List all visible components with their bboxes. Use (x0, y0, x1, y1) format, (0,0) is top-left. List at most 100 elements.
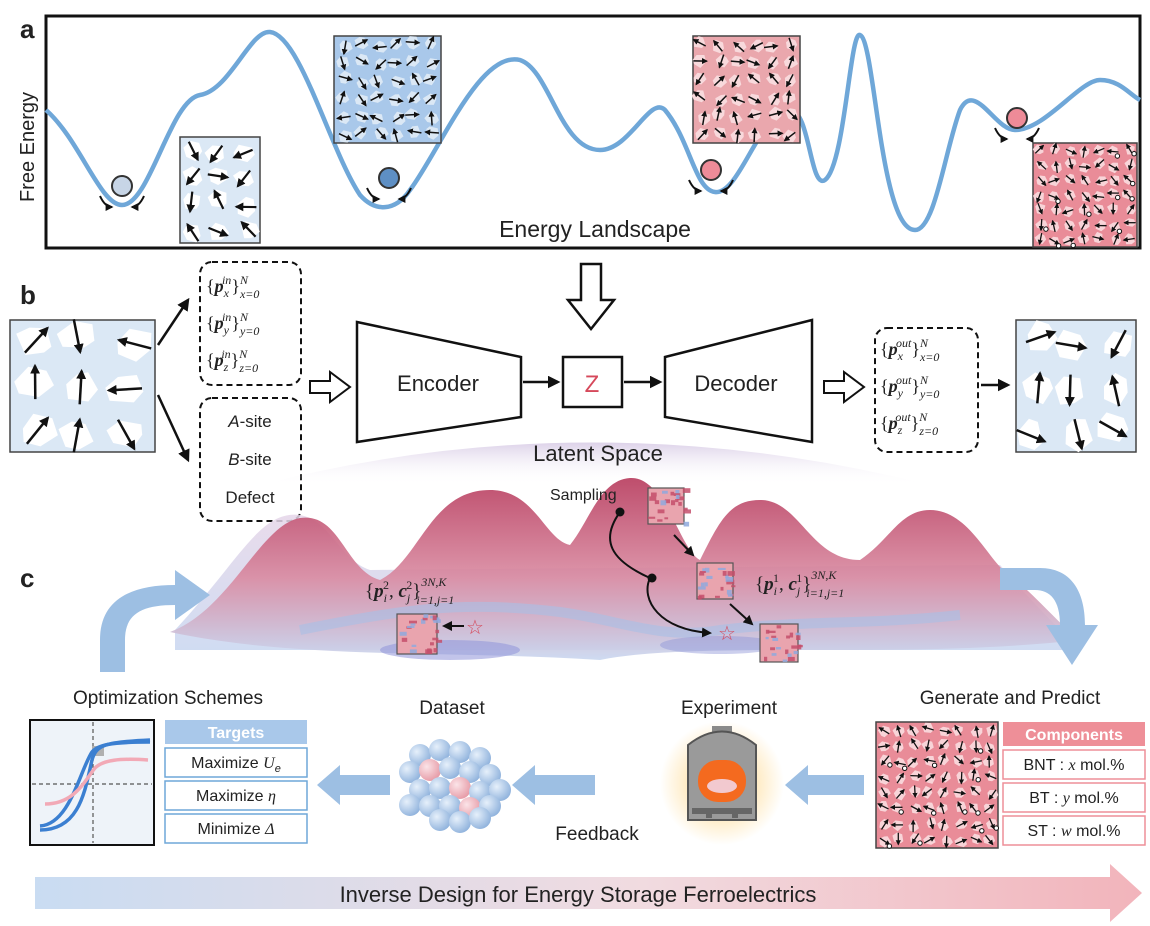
polarization-arrow (785, 89, 792, 105)
polarization-arrow (732, 110, 739, 126)
polarization-arrow (369, 114, 383, 123)
polarization-arrow (731, 74, 740, 89)
polarization-arrow (880, 818, 889, 830)
polarization-arrow (339, 90, 346, 105)
panel-label-c: c (20, 563, 34, 593)
polarization-arrow (1126, 143, 1134, 155)
polarization-arrow (713, 39, 723, 52)
polarization-arrow (958, 741, 964, 754)
curved-arrow-left (100, 570, 210, 672)
polarization-arrow (692, 39, 707, 47)
inverse-design-label: Inverse Design for Energy Storage Ferroe… (340, 882, 817, 907)
polarization-arrow (422, 75, 437, 83)
polarization-arrow (749, 42, 764, 50)
polarization-arrow (428, 110, 435, 126)
sampling-label: Sampling (550, 487, 617, 504)
polarization-arrow (954, 755, 964, 765)
component-item (1002, 815, 1146, 846)
component-text: BNT : x mol.% (1023, 757, 1124, 774)
energy-landscape-curve (44, 29, 1142, 233)
polarization-arrow (1037, 202, 1043, 215)
polarization-arrow (209, 144, 224, 164)
polarization-arrow (783, 131, 796, 142)
polarization-arrow (988, 789, 997, 801)
sampled-structure-thumbnails (396, 487, 803, 663)
domain-inset-pink-dense (1032, 142, 1138, 249)
polarization-arrow (787, 54, 795, 70)
encoder-block (355, 320, 523, 444)
dataset-sphere (419, 759, 441, 781)
dataset-sphere (439, 757, 461, 779)
polarization-arrow (747, 73, 760, 84)
polarization-arrow (939, 729, 953, 735)
inverse-design-banner (35, 864, 1142, 922)
latent-z-box (561, 355, 624, 409)
energy-ball-blue (378, 167, 400, 189)
domain-inset-coarse-1 (179, 136, 261, 244)
polarization-arrow (1067, 189, 1074, 201)
sampling-start-point (615, 507, 625, 517)
polarization-arrow (1109, 374, 1121, 407)
dataset-sphere (429, 739, 451, 761)
dataset-sphere (429, 809, 451, 831)
arrow-sample-2 (729, 603, 754, 626)
polarization-arrow (1034, 144, 1045, 154)
polarization-arrow (370, 93, 384, 102)
polarization-arrow (1081, 145, 1087, 158)
polarization-arrow (1094, 159, 1105, 168)
polarization-arrow (984, 804, 995, 813)
decoder-to-output-arrow (823, 370, 866, 404)
dataset-title: Dataset (419, 698, 485, 719)
polarization-arrow (746, 59, 761, 66)
polarization-arrow (372, 44, 387, 51)
polarization-arrow (1037, 176, 1047, 187)
polarization-arrow (1080, 218, 1088, 230)
polarization-arrow (925, 739, 931, 753)
polarization-arrow (957, 800, 964, 813)
polarization-arrow (25, 416, 50, 445)
components-header: Components (1025, 727, 1123, 744)
polarization-arrow (730, 58, 746, 65)
domain-inset-fine-blue (333, 35, 442, 144)
polarization-arrow (406, 128, 422, 135)
arrow-to-polarization (156, 297, 190, 346)
polarization-arrow (1034, 371, 1045, 404)
polarization-arrow (733, 41, 745, 53)
polarization-arrow (1049, 237, 1060, 245)
polarization-arrow (339, 56, 347, 71)
polarization-arrow (338, 75, 354, 82)
flow-arrow-to-experiment (785, 765, 864, 805)
polarization-arrow (716, 95, 728, 107)
polarization-arrow (939, 801, 945, 815)
energy-landscape-caption: Energy Landscape (499, 216, 691, 242)
output-domain-image (1015, 319, 1137, 453)
down-arrow-to-latent (565, 262, 617, 332)
polarization-arrow (76, 368, 87, 405)
polarization-arrow (877, 776, 890, 782)
polarization-arrow (929, 817, 935, 830)
polarization-arrow (767, 56, 778, 70)
oscillation-marks (99, 127, 1040, 211)
polarization-arrow (185, 167, 201, 186)
polarization-arrow (911, 738, 919, 750)
polarization-arrow (939, 752, 946, 765)
polarization-arrow (1055, 341, 1088, 352)
polarization-arrow (714, 127, 727, 138)
polarization-arrow (389, 97, 404, 104)
polarization-arrow (970, 786, 981, 796)
feedback-label: Feedback (555, 824, 639, 845)
polarization-arrow (116, 419, 136, 451)
polarization-arrow (984, 834, 994, 846)
polarization-arrow (186, 191, 196, 214)
component-item (1002, 782, 1146, 813)
polarization-arrow (786, 109, 798, 121)
polarization-arrow (1053, 160, 1059, 173)
polarization-arrow (405, 39, 421, 46)
polarization-arrow (713, 75, 725, 87)
polarization-arrow (974, 725, 980, 738)
polarization-arrow (921, 788, 933, 797)
